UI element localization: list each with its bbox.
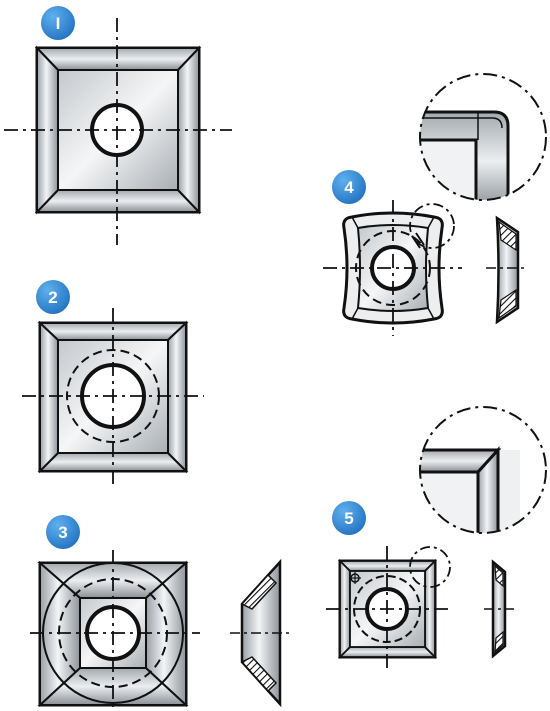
insert-4-badge: 4 <box>332 170 366 204</box>
insert-2: 2 <box>22 280 204 486</box>
insert-5: 5 <box>326 406 547 672</box>
insert-1-centerlines <box>4 18 232 245</box>
insert-3-profile <box>230 558 292 708</box>
insert-1-badge: I <box>41 6 75 40</box>
insert-3-centerlines <box>30 550 200 711</box>
insert-5-detail <box>419 406 547 534</box>
insert-4: 4 <box>323 73 547 336</box>
insert-3-badge: 3 <box>46 515 80 549</box>
insert-5-profile <box>484 559 514 659</box>
insert-2-badge: 2 <box>36 280 70 314</box>
insert-3-label: 3 <box>58 523 67 542</box>
insert-5-label: 5 <box>344 509 353 528</box>
insert-4-detail <box>419 73 547 201</box>
insert-5-body <box>337 546 451 660</box>
insert-5-mark-icon <box>349 572 361 584</box>
insert-4-centerlines <box>323 200 462 336</box>
insert-5-badge: 5 <box>332 501 366 535</box>
insert-1-label: I <box>56 14 61 33</box>
insert-4-body <box>342 203 455 325</box>
insert-5-centerlines <box>326 546 452 672</box>
insert-3: 3 <box>30 515 292 711</box>
insert-4-label: 4 <box>344 178 354 197</box>
insert-1: I <box>4 6 232 245</box>
insert-2-label: 2 <box>48 288 57 307</box>
insert-2-centerlines <box>22 308 204 486</box>
insert-4-profile <box>486 215 528 325</box>
